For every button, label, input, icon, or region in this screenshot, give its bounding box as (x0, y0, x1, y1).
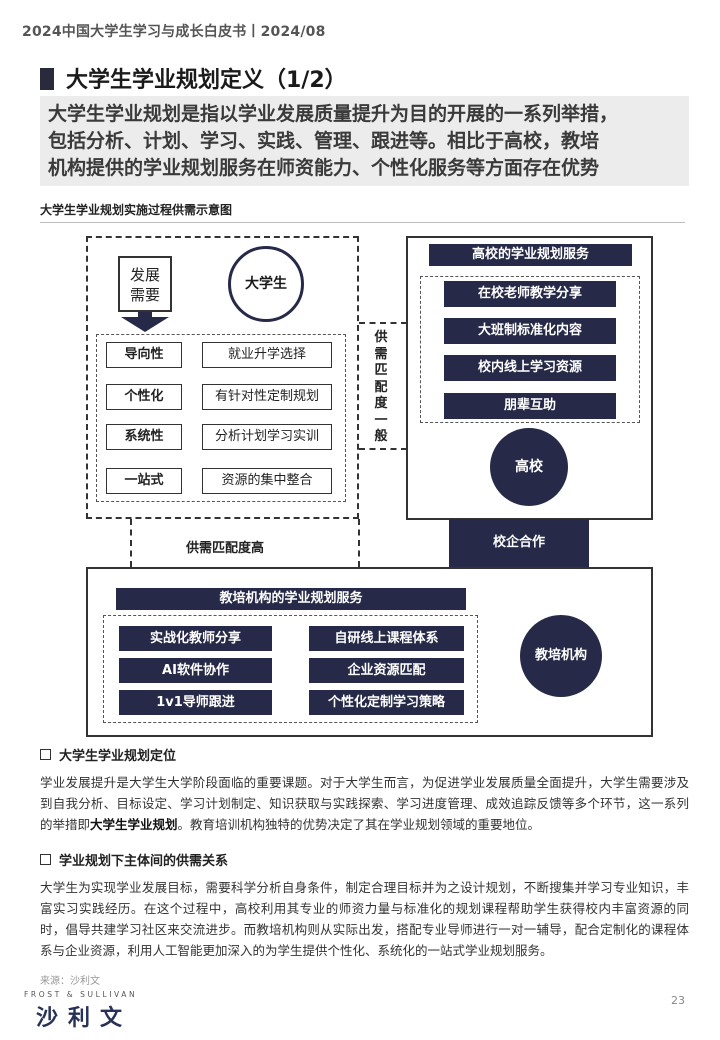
section-heading-positioning: 大学生学业规划定位 (40, 745, 176, 764)
match-general-label: 供需匹配度一般 (374, 330, 388, 444)
institution-service-custom-strategy: 个性化定制学习策略 (309, 690, 464, 715)
institution-service-online-courses: 自研线上课程体系 (309, 626, 464, 651)
trait-key-one-stop: 一站式 (106, 468, 182, 494)
institution-services-header: 教培机构的学业规划服务 (116, 588, 466, 610)
page-title: 大学生学业规划定义（1/2） (66, 68, 347, 93)
section-paragraph-positioning: 学业发展提升是大学生大学阶段面临的重要课题。对于大学生而言，为促进学业发展质量全… (40, 772, 689, 835)
trait-value-personalized: 有针对性定制规划 (202, 384, 332, 410)
student-to-institution-connector-left (130, 519, 132, 567)
needs-arrow-down-icon (121, 317, 169, 332)
trait-key-systematic: 系统性 (106, 424, 182, 450)
university-services-header: 高校的学业规划服务 (429, 244, 632, 266)
student-to-institution-connector-right (358, 519, 360, 567)
trait-key-orientation: 导向性 (106, 342, 182, 368)
trait-value-orientation: 就业升学选择 (202, 342, 332, 368)
para-bold-term: 大学生学业规划 (90, 817, 178, 832)
trait-value-one-stop: 资源的集中整合 (202, 468, 332, 494)
section-paragraph-relations: 大学生为实现学业发展目标，需要科学分析自身条件，制定合理目标并为之设计规划，不断… (40, 880, 689, 958)
page-number: 23 (671, 994, 685, 1007)
student-university-link-top (359, 322, 407, 324)
section-heading-text: 大学生学业规划定位 (59, 749, 177, 764)
checkbox-square-icon (40, 854, 51, 865)
summary-line-1: 大学生学业规划是指以学业发展质量提升为目的开展的一系列举措， (48, 103, 619, 125)
summary-line-2: 包括分析、计划、学习、实践、管理、跟进等。相比于高校，教培 (48, 130, 600, 152)
match-high-label: 供需匹配度高 (186, 541, 265, 556)
institution-service-mentor: 1v1导师跟进 (119, 690, 272, 715)
trait-key-personalized: 个性化 (106, 384, 182, 410)
report-header: 2024中国大学生学习与成长白皮书丨2024/08 (22, 24, 326, 40)
institution-circle: 教培机构 (520, 615, 602, 697)
checkbox-square-icon (40, 749, 51, 760)
title-marker (40, 68, 54, 90)
brand-logo-english: FROST & SULLIVAN (24, 990, 138, 999)
school-enterprise-cooperation: 校企合作 (449, 519, 589, 567)
para-text: 学业发展提升是大学生大学阶段面临的重要课题。对于大学生而言，为促进学业发展质量全… (40, 775, 689, 832)
student-university-link-bottom (359, 448, 407, 450)
institution-services-box (103, 615, 478, 723)
source-note: 来源：沙利文 (40, 976, 100, 987)
institution-service-enterprise-resources: 企业资源匹配 (309, 658, 464, 683)
summary-line-3: 机构提供的学业规划服务在师资能力、个性化服务等方面存在优势 (48, 157, 600, 179)
summary-box: 大学生学业规划是指以学业发展质量提升为目的开展的一系列举措， 包括分析、计划、学… (40, 96, 689, 186)
university-service-peer-support: 朋辈互助 (444, 393, 616, 419)
university-service-standard-content: 大班制标准化内容 (444, 318, 616, 344)
para-text-end: 。教育培训机构独特的优势决定了其在学业规划领域的重要地位。 (177, 817, 541, 832)
diagram-divider (40, 222, 685, 223)
university-service-online-resources: 校内线上学习资源 (444, 355, 616, 381)
institution-service-ai-software: AI软件协作 (119, 658, 272, 683)
section-heading-text: 学业规划下主体间的供需关系 (59, 854, 229, 869)
trait-value-systematic: 分析计划学习实训 (202, 424, 332, 450)
needs-arrow-stem (138, 312, 152, 318)
university-services-box (420, 276, 640, 423)
institution-service-practical-teachers: 实战化教师分享 (119, 626, 272, 651)
student-region (86, 236, 359, 519)
student-circle: 大学生 (228, 246, 304, 322)
brand-logo-chinese: 沙利文 (36, 1006, 133, 1031)
section-heading-relations: 学业规划下主体间的供需关系 (40, 850, 228, 869)
development-needs-box: 发展 需要 (118, 256, 172, 312)
university-circle: 高校 (490, 428, 568, 506)
diagram-title: 大学生学业规划实施过程供需示意图 (40, 203, 233, 217)
university-service-teacher-sharing: 在校老师教学分享 (444, 281, 616, 307)
